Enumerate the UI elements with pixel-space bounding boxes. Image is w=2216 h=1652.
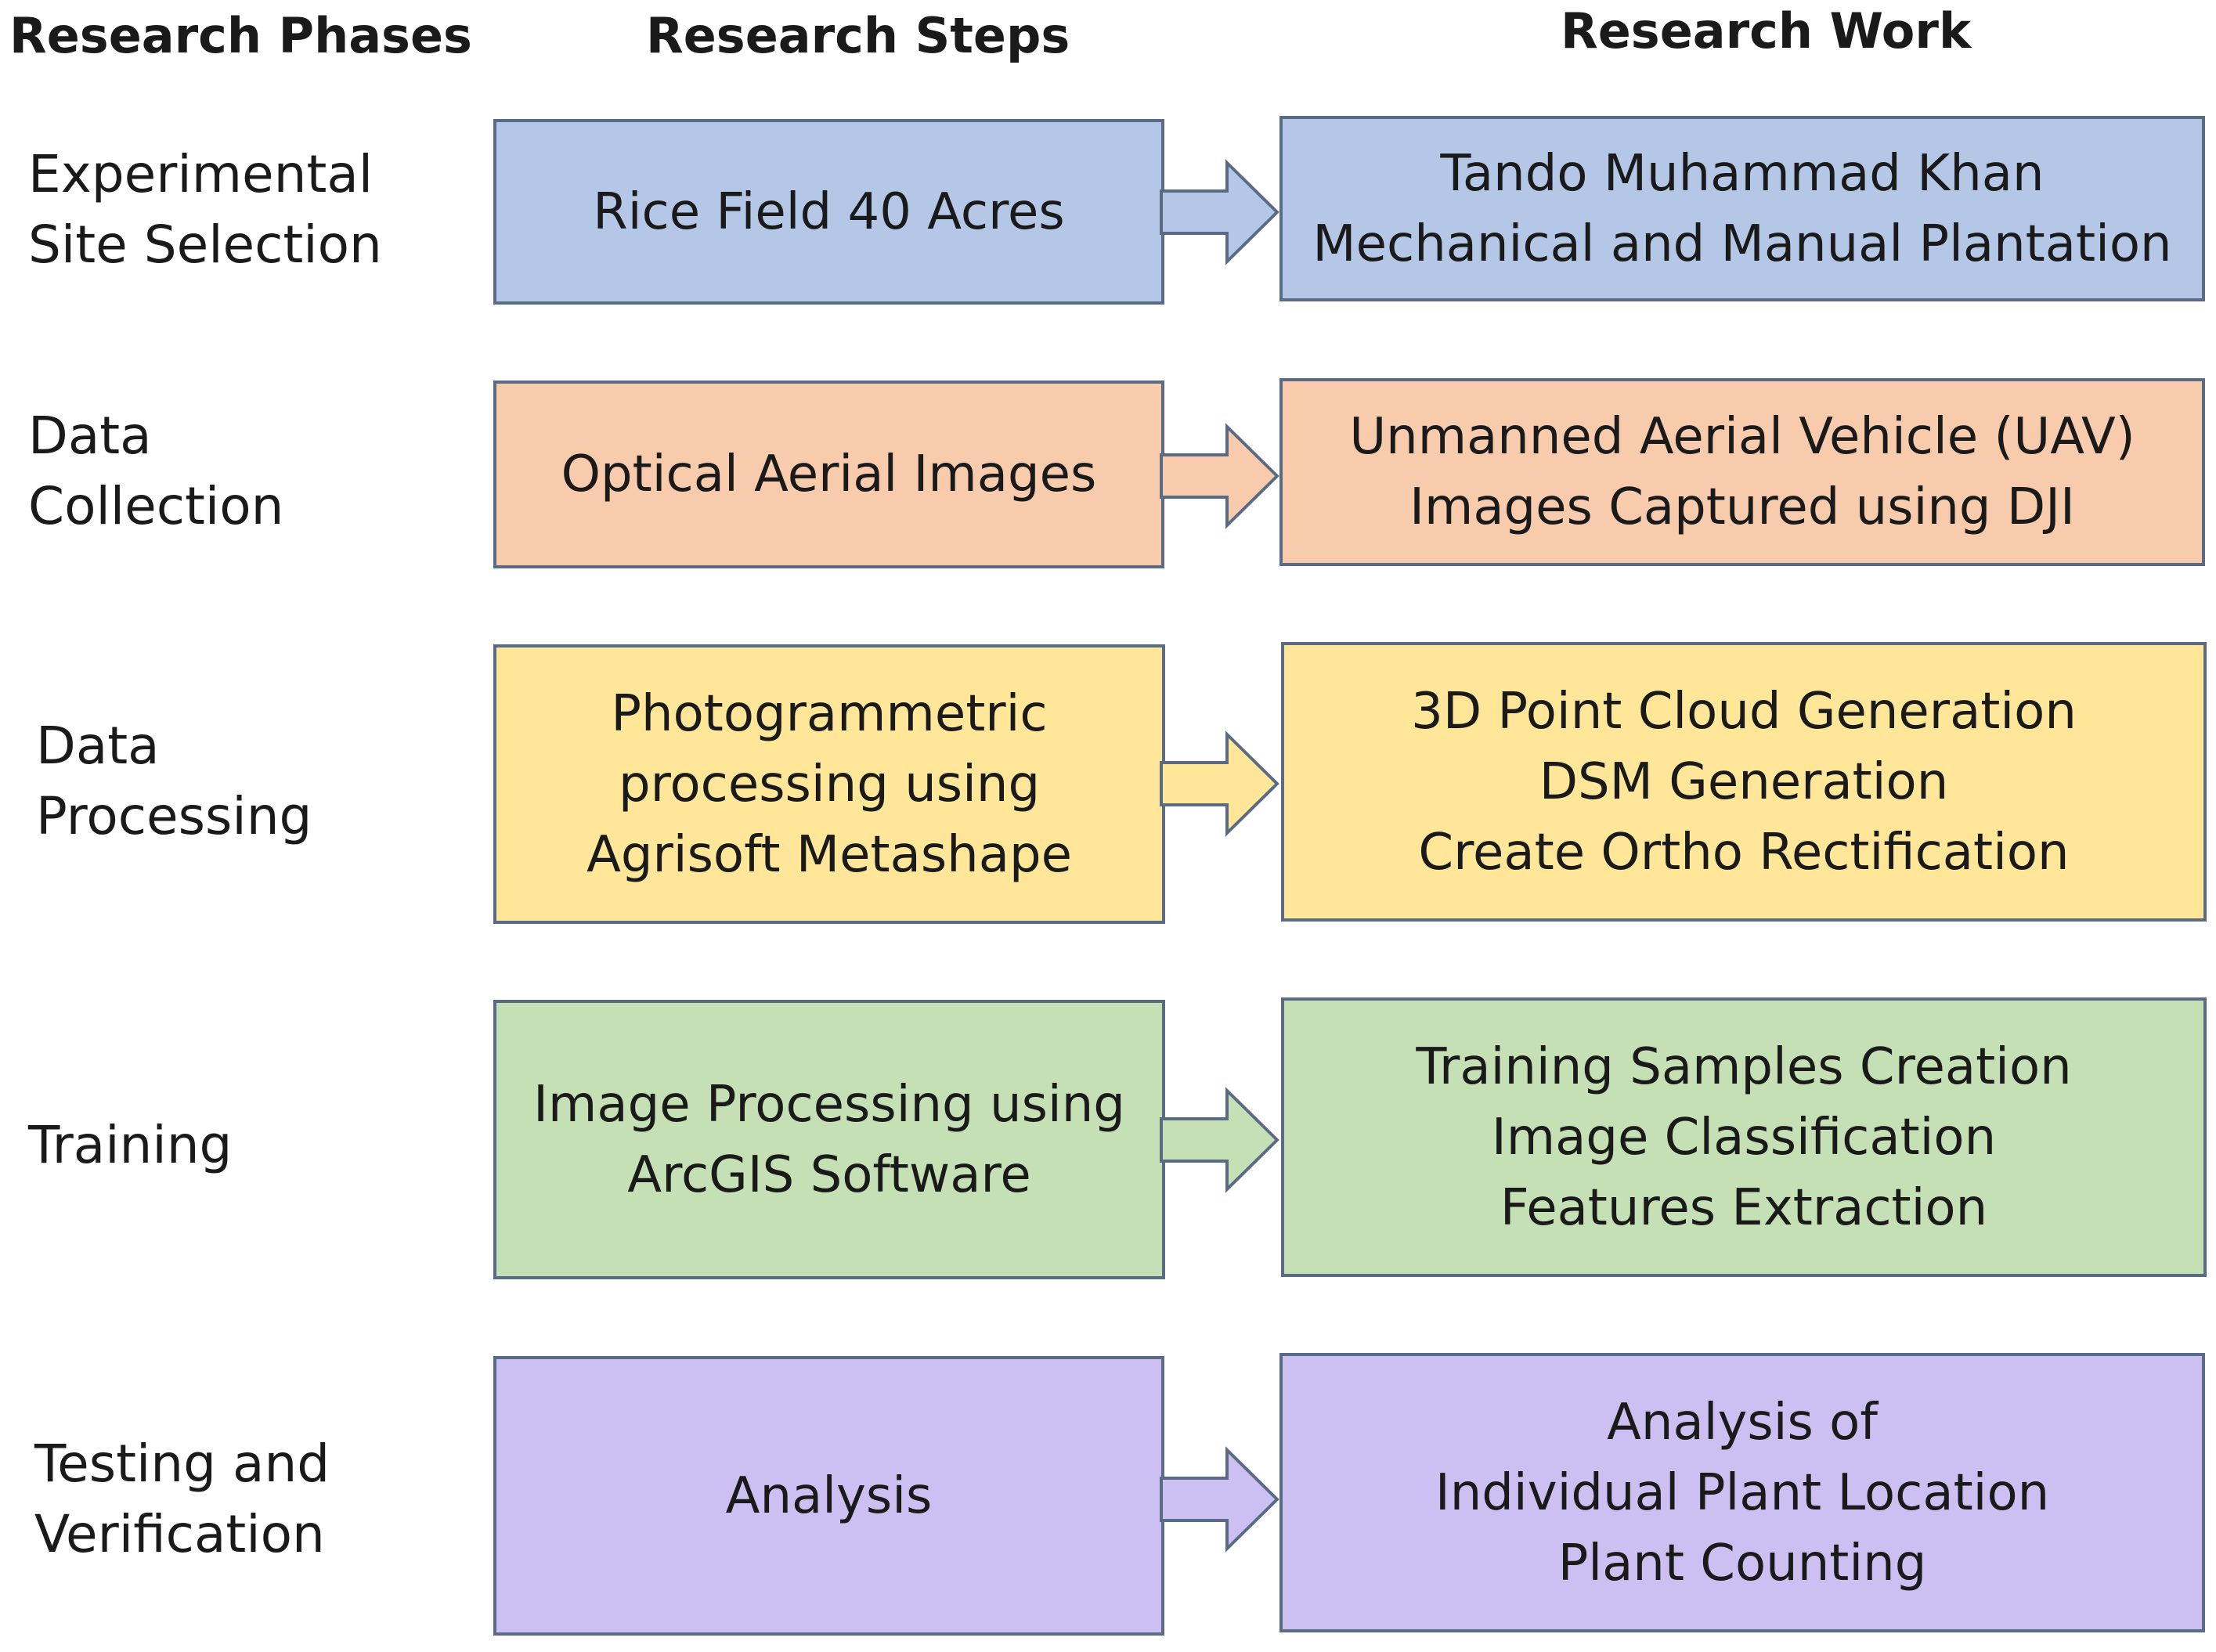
work-text: 3D Point Cloud Generation — [1411, 682, 2077, 741]
flow-arrow-icon — [1160, 1446, 1279, 1553]
phase-label-line: Experimental — [28, 144, 374, 204]
phase-label-line: Training — [28, 1115, 233, 1175]
header-research-phases: Research Phases — [9, 7, 472, 64]
phase-label-line: Collection — [28, 476, 284, 536]
step-text: Analysis — [725, 1466, 933, 1525]
phase-label-testing-verification: Testing and Verification — [34, 1429, 330, 1570]
work-text: Training Samples Creation — [1416, 1037, 2072, 1096]
flow-arrow-icon — [1160, 423, 1279, 529]
phase-label-line: Processing — [36, 786, 312, 846]
work-text: Images Captured using DJI — [1409, 478, 2075, 536]
flow-arrow-icon — [1160, 730, 1279, 837]
step-text: processing using — [618, 755, 1041, 813]
work-text: Mechanical and Manual Plantation — [1312, 215, 2172, 273]
phase-label-line: Data — [28, 406, 152, 466]
header-research-steps: Research Steps — [646, 7, 1070, 64]
step-text: Photogrammetric — [611, 684, 1048, 743]
phase-label-line: Testing and — [34, 1434, 330, 1494]
phase-label-line: Data — [36, 716, 160, 776]
work-text: DSM Generation — [1539, 752, 1949, 811]
flow-arrow-icon — [1160, 159, 1279, 265]
work-text: Plant Counting — [1557, 1534, 1927, 1592]
phase-label-line: Site Selection — [28, 215, 382, 275]
work-text: Unmanned Aerial Vehicle (UAV) — [1349, 408, 2135, 466]
step-text: Image Processing using — [533, 1075, 1125, 1134]
work-box-uav: Unmanned Aerial Vehicle (UAV) Images Cap… — [1279, 378, 2205, 566]
step-text: Optical Aerial Images — [561, 445, 1097, 503]
flow-arrow-icon — [1160, 1087, 1279, 1193]
step-text: Agrisoft Metashape — [586, 825, 1072, 884]
step-text: Rice Field 40 Acres — [593, 182, 1065, 241]
step-box-analysis: Analysis — [493, 1356, 1164, 1636]
work-text: Analysis of — [1607, 1393, 1878, 1452]
work-text: Individual Plant Location — [1435, 1463, 2050, 1522]
phase-label-data-processing: Data Processing — [36, 711, 312, 852]
work-text: Image Classification — [1491, 1108, 1997, 1167]
work-box-point-cloud: 3D Point Cloud Generation DSM Generation… — [1281, 642, 2207, 922]
work-text: Tando Muhammad Khan — [1440, 144, 2045, 203]
work-box-training-samples: Training Samples Creation Image Classifi… — [1281, 997, 2207, 1277]
work-text: Create Ortho Rectification — [1418, 823, 2070, 882]
step-box-optical-images: Optical Aerial Images — [493, 381, 1164, 568]
header-research-work: Research Work — [1561, 2, 1972, 60]
step-box-arcgis: Image Processing using ArcGIS Software — [493, 1000, 1165, 1279]
work-text: Features Extraction — [1500, 1178, 1988, 1237]
work-box-site: Tando Muhammad Khan Mechanical and Manua… — [1279, 116, 2205, 301]
phase-label-data-collection: Data Collection — [28, 401, 283, 542]
step-text: ArcGIS Software — [627, 1145, 1031, 1204]
phase-label-line: Verification — [34, 1504, 325, 1564]
step-box-rice-field: Rice Field 40 Acres — [493, 119, 1164, 305]
work-box-plant-analysis: Analysis of Individual Plant Location Pl… — [1279, 1353, 2205, 1632]
step-box-photogrammetric: Photogrammetric processing using Agrisof… — [493, 644, 1165, 924]
phase-label-site-selection: Experimental Site Selection — [28, 139, 382, 280]
phase-label-training: Training — [28, 1110, 232, 1181]
